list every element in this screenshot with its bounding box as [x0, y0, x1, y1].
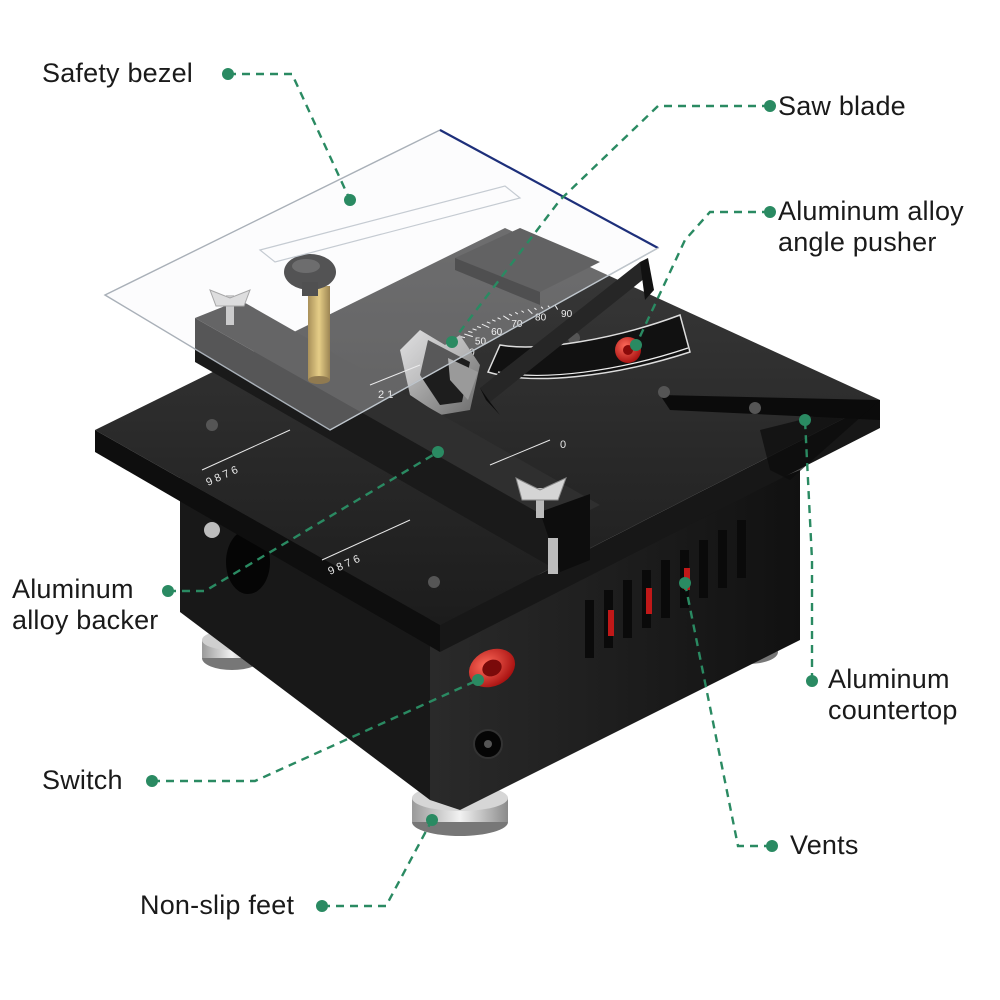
leader-countertop-label-dot: [806, 675, 818, 687]
leader-switch-target-dot: [472, 674, 484, 686]
protractor-tick: [540, 306, 544, 309]
leader-switch: [152, 678, 479, 783]
callout-leaders: [146, 68, 818, 912]
label-safety-bezel: Safety bezel: [42, 58, 193, 88]
protractor-tick: [527, 308, 533, 315]
power-jack: [473, 729, 503, 759]
protractor-label: 80: [535, 313, 547, 324]
protractor-tick: [547, 305, 550, 308]
protractor-tick: [534, 307, 537, 311]
leader-angle-pusher: [634, 210, 770, 346]
scale-rulers: [201, 364, 551, 561]
protractor-label: 50: [475, 337, 487, 348]
safety-bezel-art: [103, 129, 660, 431]
leader-switch-label-dot: [146, 775, 158, 787]
right-scale-ticks: 0: [560, 439, 566, 451]
protractor-tick: [476, 325, 482, 329]
leader-safety-bezel: [228, 72, 352, 201]
protractor-label: 70: [511, 319, 523, 330]
saw-blade-art: [400, 330, 480, 415]
leader-countertop-target-dot: [799, 414, 811, 426]
protractor-tick: [486, 321, 491, 324]
angle-pusher-art: [480, 258, 654, 415]
label-countertop: Aluminum countertop: [828, 664, 958, 725]
leader-feet: [322, 819, 434, 908]
fence-backer-art: [195, 300, 600, 574]
rear-scale-ticks: 2 1: [378, 389, 393, 401]
leader-vents: [683, 582, 772, 848]
leader-vents-label-dot: [766, 840, 778, 852]
label-angle-pusher: Aluminum alloy angle pusher: [778, 196, 964, 257]
label-backer: Aluminum alloy backer: [12, 574, 159, 635]
leader-backer: [168, 450, 439, 593]
protractor-tick: [464, 333, 473, 338]
leader-saw-blade-label-dot: [764, 100, 776, 112]
protractor-tick: [514, 311, 519, 315]
protractor-tick: [460, 336, 466, 339]
protractor-tick: [468, 330, 473, 334]
leader-saw-blade: [451, 104, 770, 343]
protractor-label: 90: [561, 309, 573, 320]
wing-nut-front: [515, 477, 567, 518]
leader-angle-pusher-label-dot: [764, 206, 776, 218]
leader-vents-target-dot: [679, 577, 691, 589]
protractor-tick: [502, 315, 510, 321]
wing-nut-rear: [209, 289, 251, 325]
leader-backer-target-dot: [432, 446, 444, 458]
label-switch: Switch: [42, 765, 123, 795]
label-saw-blade: Saw blade: [778, 91, 906, 121]
leader-angle-pusher-target-dot: [630, 339, 642, 351]
fence-lock-knob: [284, 254, 336, 384]
leader-backer-label-dot: [162, 585, 174, 597]
leader-countertop: [803, 419, 814, 681]
label-vents: Vents: [790, 830, 859, 860]
protractor-tick: [497, 317, 501, 320]
leader-saw-blade-target-dot: [446, 336, 458, 348]
protractor-tick: [472, 328, 477, 331]
leader-safety-bezel-target-dot: [344, 194, 356, 206]
label-non-slip-feet: Non-slip feet: [140, 890, 295, 920]
protractor-label: 60: [491, 327, 503, 338]
leader-feet-target-dot: [426, 814, 438, 826]
protractor-tick: [491, 319, 496, 322]
leader-feet-label-dot: [316, 900, 328, 912]
leader-safety-bezel-label-dot: [222, 68, 234, 80]
protractor-tick: [481, 323, 490, 328]
protractor-tick: [508, 313, 513, 317]
protractor-tick: [521, 310, 525, 313]
